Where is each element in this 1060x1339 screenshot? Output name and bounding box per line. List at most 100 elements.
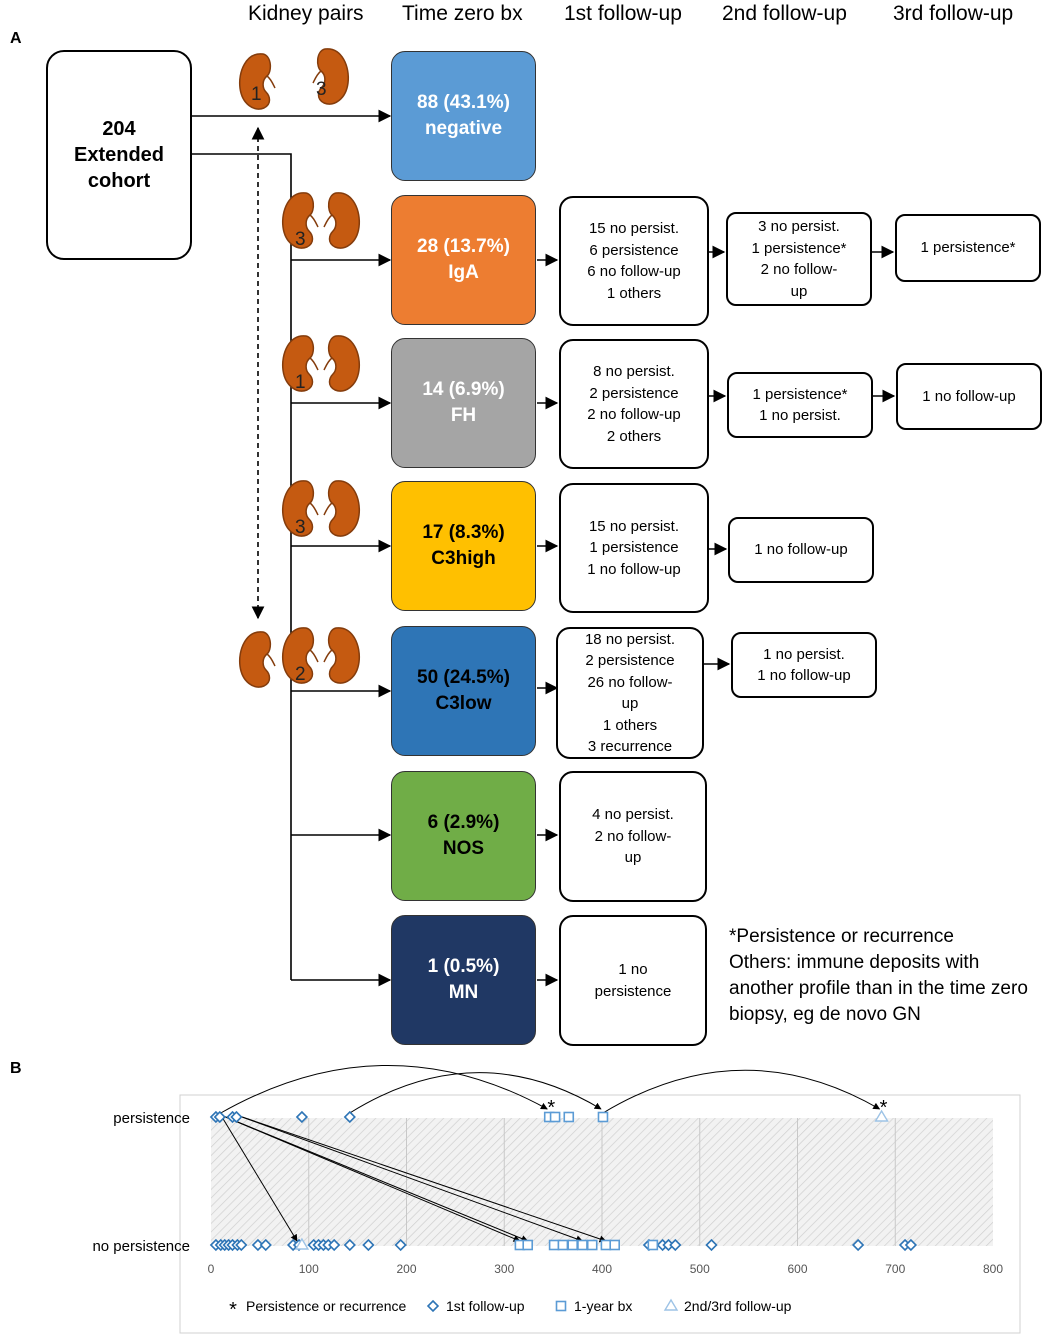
kidney-pair-count: 3 [295, 229, 306, 250]
x-tick-label: 500 [690, 1262, 710, 1276]
data-point-asterisk: * [880, 1097, 888, 1119]
cohort-box: 204 Extended cohort [46, 50, 192, 260]
x-tick-label: 0 [208, 1262, 215, 1276]
transition-arrow [220, 1114, 298, 1242]
first-followup-nos: 4 no persist. 2 no follow- up [559, 771, 707, 902]
x-tick-label: 800 [983, 1262, 1003, 1276]
legend-label: Persistence or recurrence [246, 1298, 407, 1314]
data-point-diamond [705, 1238, 718, 1252]
category-box-nos: 6 (2.9%) NOS [391, 771, 536, 901]
first-followup-iga: 15 no persist. 6 persistence 6 no follow… [559, 196, 709, 326]
fu-line: 1 no follow-up [757, 667, 851, 684]
fu-line: 1 no persist. [759, 407, 841, 424]
data-point-diamond [669, 1238, 682, 1252]
data-point-square [577, 1239, 588, 1251]
fu-line: 2 others [606, 427, 662, 445]
category-box-fh: 14 (6.9%) FH [391, 338, 536, 468]
first-followup-c3high: 15 no persist. 1 persistence 1 no follow… [559, 483, 709, 613]
data-point-square [597, 1111, 609, 1123]
fu-line: 1 no [618, 961, 648, 978]
cohort-line2: cohort [87, 170, 151, 192]
fu-line: 8 no persist. [593, 363, 675, 380]
header-second-followup: 2nd follow-up [722, 2, 847, 25]
data-point-triangle [874, 1109, 889, 1122]
x-tick-label: 700 [885, 1262, 905, 1276]
transition-arrow [349, 1072, 602, 1114]
fu-line: 2 persistence [585, 652, 675, 669]
x-tick-label: 600 [787, 1262, 807, 1276]
fu-line: 1 persistence [589, 539, 679, 557]
transition-arrow [220, 1064, 548, 1114]
fu-line: 2 persistence [589, 384, 679, 402]
fu-line: 1 no follow-up [922, 387, 1016, 405]
category-label: C3low [435, 693, 492, 714]
fu-line: 6 persistence [589, 241, 679, 259]
legend-item: 2nd/3rd follow-up [663, 1298, 792, 1314]
data-point-square [548, 1239, 560, 1251]
fu-line: 1 persistence* [752, 385, 848, 403]
fu-line: 18 no persist. [584, 630, 676, 648]
panel-label-a: A [10, 30, 22, 47]
x-tick-label: 200 [396, 1262, 416, 1276]
fu-line: 2 no follow- [760, 261, 838, 278]
kidney-icons-c3low: 2 [281, 627, 361, 685]
third-followup-iga: 1 persistence* [895, 214, 1041, 282]
category-label: negative [424, 118, 503, 139]
category-label: FH [450, 405, 477, 426]
category-box-negative: 88 (43.1%) negative [391, 51, 536, 181]
data-point-diamond [328, 1238, 341, 1252]
y-category-label: persistence [113, 1110, 190, 1127]
kidney-pair-count: 1 [251, 84, 262, 105]
category-box-c3low: 50 (24.5%) C3low [391, 626, 536, 756]
kidney-icons-fh: 1 [281, 335, 361, 393]
note-line-1: *Persistence or recurrence [729, 926, 954, 947]
legend-label: 2nd/3rd follow-up [684, 1298, 792, 1314]
category-box-c3high: 17 (8.3%) C3high [391, 481, 536, 611]
legend-marker-triangle [663, 1298, 679, 1311]
fu-line: 1 persistence* [920, 239, 1016, 257]
cohort-count: 204 [102, 118, 136, 140]
transition-arrow [602, 1069, 881, 1114]
data-point-diamond [904, 1238, 918, 1252]
fu-line: 1 no follow-up [587, 560, 681, 578]
header-first-followup: 1st follow-up [564, 2, 682, 25]
kidney-pair-count: 3 [316, 79, 327, 100]
data-point-diamond [295, 1110, 309, 1124]
header-time-zero: Time zero bx [402, 2, 523, 25]
fu-line: 3 recurrence [587, 738, 673, 755]
legend-marker-square [555, 1300, 567, 1312]
fu-line: 15 no persist. [588, 517, 680, 535]
legend-marker-diamond [426, 1299, 440, 1313]
category-count: 14 (6.9%) [422, 379, 505, 400]
first-followup-mn: 1 no persistence [559, 915, 707, 1046]
data-point-square [549, 1111, 561, 1123]
data-point-diamond [230, 1110, 243, 1124]
kidney-icons-iga: 3 [281, 192, 361, 250]
category-box-iga: 28 (13.7%) IgA [391, 195, 536, 325]
category-count: 50 (24.5%) [417, 667, 510, 688]
category-label: IgA [448, 262, 479, 283]
second-followup-c3high: 1 no follow-up [728, 517, 874, 583]
data-point-asterisk: * [547, 1097, 555, 1119]
data-point-square [586, 1239, 598, 1251]
second-followup-iga: 3 no persist. 1 persistence* 2 no follow… [726, 212, 872, 306]
fu-line: 1 no follow-up [754, 541, 848, 559]
fu-line: up [624, 849, 642, 867]
data-point-square [557, 1239, 569, 1251]
transition-arrow [236, 1114, 584, 1243]
x-tick-label: 400 [592, 1262, 612, 1276]
kidney-pair-count: 3 [295, 517, 306, 538]
category-count: 6 (2.9%) [427, 812, 500, 833]
category-count: 28 (13.7%) [417, 236, 510, 257]
note-line-4: biopsy, eg de novo GN [729, 1004, 921, 1025]
data-point-square [647, 1239, 659, 1251]
second-followup-fh: 1 persistence* 1 no persist. [727, 372, 873, 438]
data-point-diamond [362, 1238, 375, 1252]
note-line-2: Others: immune deposits with [729, 952, 980, 973]
x-tick-label: 100 [299, 1262, 319, 1276]
data-point-square [567, 1239, 578, 1251]
data-point-diamond [235, 1238, 248, 1252]
